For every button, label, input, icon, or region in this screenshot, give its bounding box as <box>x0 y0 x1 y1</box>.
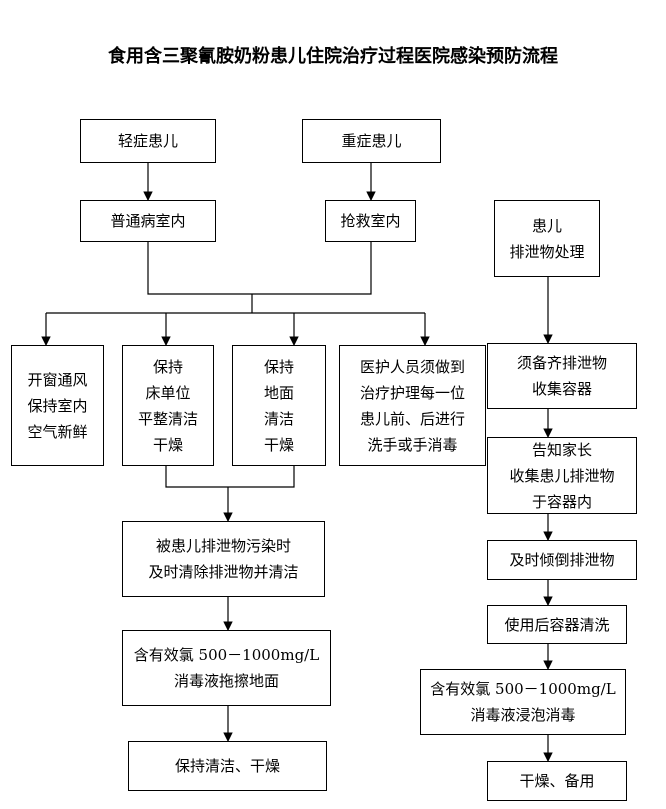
floor-box: 保持 地面 清洁 干燥 <box>232 345 326 466</box>
chlorine-mop-box: 含有效氯 500－1000mg/L 消毒液拖擦地面 <box>122 630 331 706</box>
rescue-room-box: 抢救室内 <box>325 200 416 242</box>
ventilation-box: 开窗通风 保持室内 空气新鲜 <box>11 345 104 466</box>
excreta-handling-box: 患儿 排泄物处理 <box>494 200 600 277</box>
dump-excreta-box: 及时倾倒排泄物 <box>487 540 637 580</box>
general-ward-box: 普通病室内 <box>80 200 216 242</box>
container-box: 须备齐排泄物 收集容器 <box>487 343 637 409</box>
contaminated-box: 被患儿排泄物污染时 及时清除排泄物并清洁 <box>122 521 325 597</box>
keep-clean-box: 保持清洁、干燥 <box>128 741 327 791</box>
merge-line-bed-floor <box>165 466 295 488</box>
page-title: 食用含三聚氰胺奶粉患儿住院治疗过程医院感染预防流程 <box>108 46 558 67</box>
mild-patient-box: 轻症患儿 <box>80 119 216 163</box>
bed-unit-box: 保持 床单位 平整清洁 干燥 <box>122 345 214 466</box>
chlorine-soak-box: 含有效氯 500－1000mg/L 消毒液浸泡消毒 <box>420 669 626 735</box>
wash-container-box: 使用后容器清洗 <box>487 605 627 644</box>
merge-line-wards <box>147 242 372 295</box>
dry-standby-box: 干燥、备用 <box>487 761 627 801</box>
inform-parents-box: 告知家长 收集患儿排泄物 于容器内 <box>487 437 637 514</box>
hand-hygiene-box: 医护人员须做到 治疗护理每一位 患儿前、后进行 洗手或手消毒 <box>339 345 486 466</box>
severe-patient-box: 重症患儿 <box>302 119 441 163</box>
